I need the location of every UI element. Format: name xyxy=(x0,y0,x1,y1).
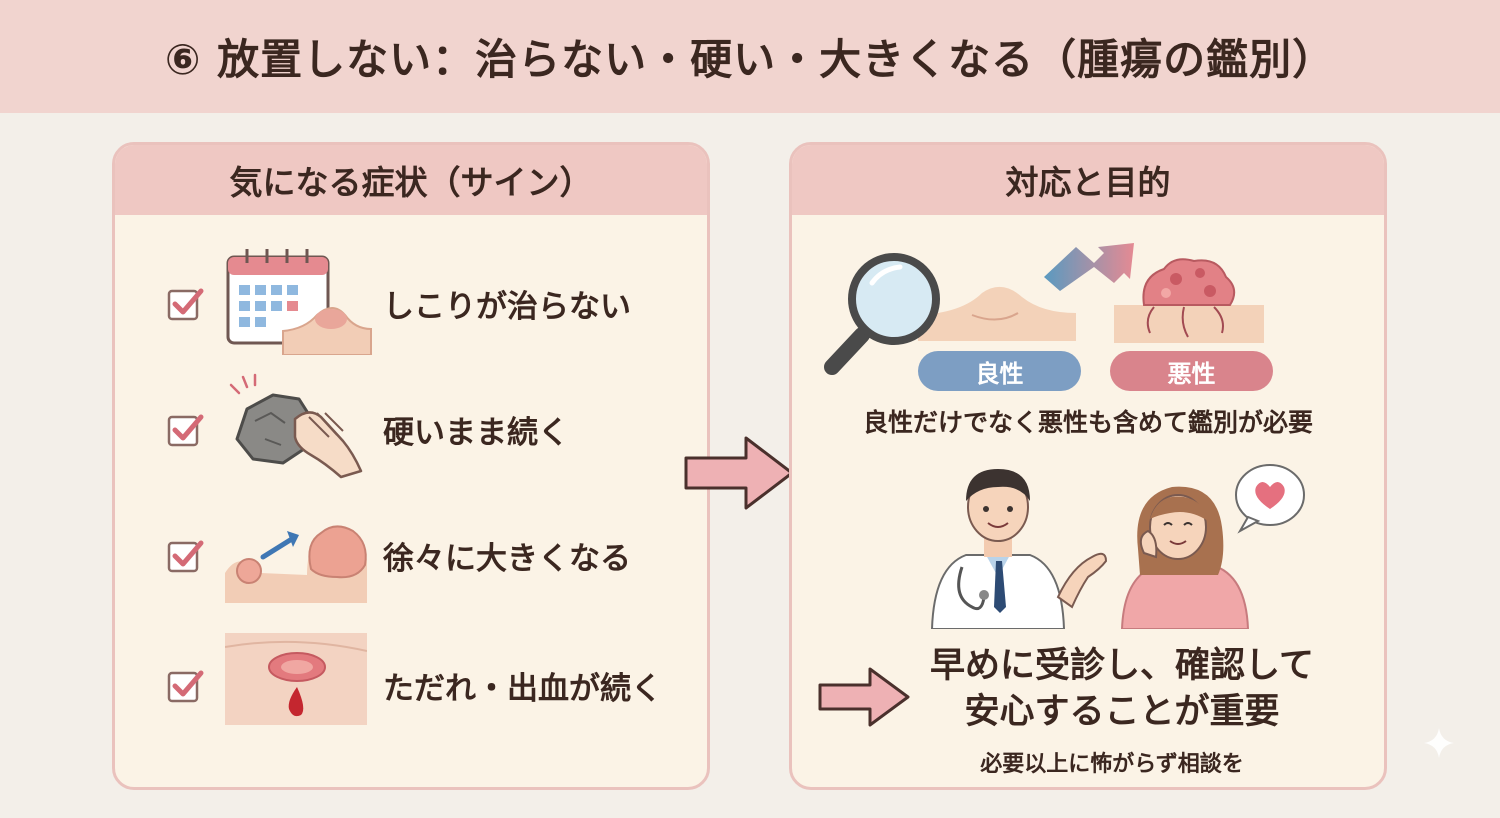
symptom-item-lump: しこりが治らない xyxy=(115,245,707,355)
right-arrow-icon xyxy=(684,436,794,510)
response-panel-title: 対応と目的 xyxy=(792,145,1384,215)
heart-speech-bubble-icon xyxy=(1235,464,1305,534)
page-title: ⑥ 放置しない：治らない・硬い・大きくなる（腫瘍の鑑別） xyxy=(164,35,1336,84)
malignant-growth-icon xyxy=(1114,258,1264,343)
reassurance-note: 必要以上に怖がらず相談を xyxy=(980,752,1244,777)
action-arrow-icon xyxy=(818,667,910,727)
action-message-line2: 安心することが重要 xyxy=(964,692,1280,732)
benign-badge: 良性 xyxy=(918,351,1081,391)
patient-icon xyxy=(1120,486,1250,629)
symptom-label-bleeding: ただれ・出血が続く xyxy=(383,671,662,707)
symptoms-panel-title: 気になる症状（サイン） xyxy=(115,145,707,215)
doctor-icon xyxy=(930,469,1108,629)
checkbox-checked-icon xyxy=(167,670,204,703)
differential-diagnosis-text: 良性だけでなく悪性も含めて鑑別が必要 xyxy=(862,408,1313,437)
symptom-item-hard: 硬いまま続く xyxy=(115,373,707,483)
symptom-label-growing: 徐々に大きくなる xyxy=(383,541,631,577)
symptoms-panel: 気になる症状（サイン） しこりが治らない xyxy=(112,142,710,790)
checkbox-checked-icon xyxy=(167,414,204,447)
magnifier-benign-lump-icon xyxy=(824,253,1076,375)
response-panel: 対応と目的 良性 悪性 良性だけでなく悪性も含めて鑑別が必要 xyxy=(789,142,1387,790)
action-message-line1: 早めに受診し、確認して xyxy=(930,646,1314,686)
transition-arrow-icon xyxy=(1044,243,1134,291)
symptom-label-lump: しこりが治らない xyxy=(383,289,631,325)
symptom-label-hard: 硬いまま続く xyxy=(383,415,569,451)
checkbox-checked-icon xyxy=(167,288,204,321)
sparkle-icon xyxy=(1424,728,1454,758)
doctor-patient-consultation-icon xyxy=(930,464,1305,629)
symptom-item-bleeding: ただれ・出血が続く xyxy=(115,633,707,743)
growing-lump-icon xyxy=(225,525,367,603)
hard-rock-hand-icon xyxy=(229,373,363,479)
action-message: 早めに受診し、確認して 安心することが重要 xyxy=(922,643,1322,735)
symptom-item-growing: 徐々に大きくなる xyxy=(115,503,707,613)
page-header: ⑥ 放置しない：治らない・硬い・大きくなる（腫瘍の鑑別） xyxy=(0,0,1500,113)
bleeding-sore-icon xyxy=(225,633,367,725)
checkbox-checked-icon xyxy=(167,540,204,573)
malignant-badge: 悪性 xyxy=(1110,351,1273,391)
calendar-lump-icon xyxy=(226,249,372,355)
